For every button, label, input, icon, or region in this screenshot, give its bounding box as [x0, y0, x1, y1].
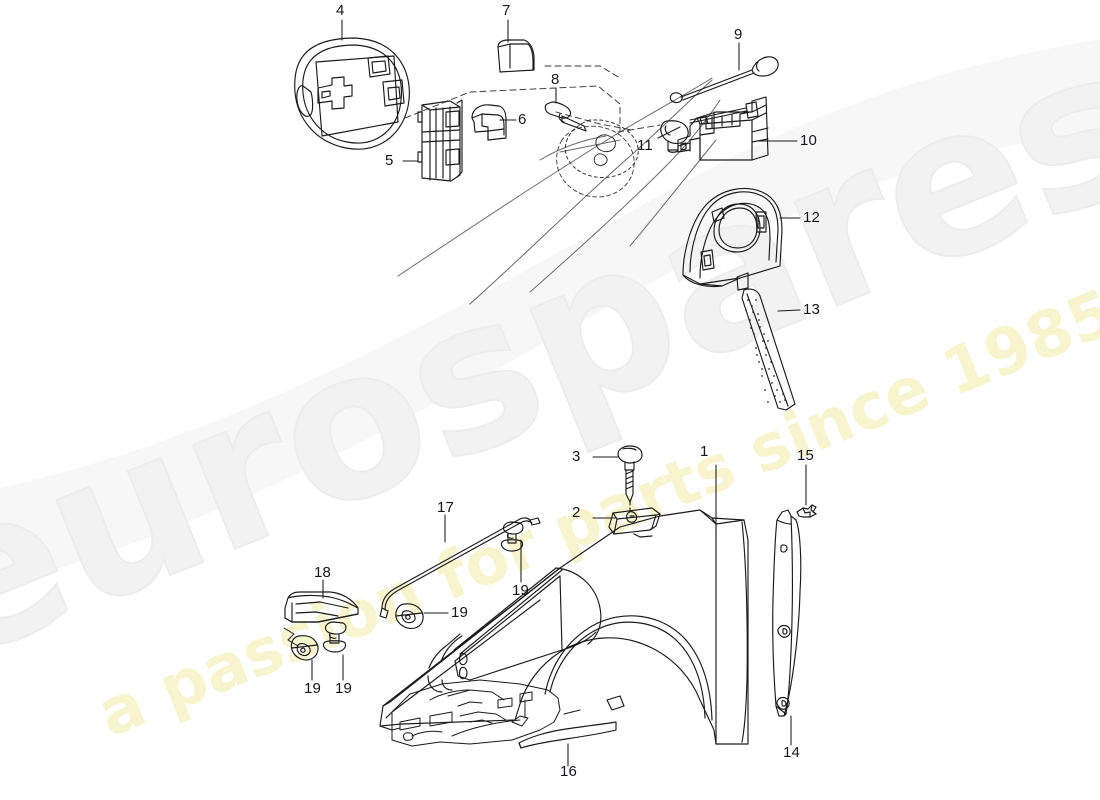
callout-label-18: 18 [314, 564, 332, 581]
callout-label-19a: 19 [451, 604, 469, 621]
callout-label-10: 10 [800, 132, 818, 149]
part-19d-shape [322, 621, 347, 653]
part-13-texture [745, 299, 786, 403]
part-5-shape [417, 99, 463, 182]
callout-label-6: 6 [518, 111, 527, 128]
part-19a-shape [395, 603, 424, 630]
callout-label-2: 2 [572, 504, 581, 521]
callout-label-12: 12 [803, 209, 821, 226]
callout-label-16: 16 [560, 763, 578, 780]
callout-label-5: 5 [385, 152, 394, 169]
callout-label-13: 13 [803, 301, 821, 318]
part-14-shape [772, 509, 802, 717]
part-2-shape [608, 507, 661, 538]
part-16-shape [518, 721, 617, 749]
part-9-shape [669, 56, 779, 104]
construction-dashed-lines [404, 65, 661, 133]
part-11-shape [660, 120, 689, 153]
flap-ghost-circle [556, 125, 635, 198]
callout-label-8: 8 [551, 71, 560, 88]
callout-label-3: 3 [572, 448, 581, 465]
callout-label-19c: 19 [304, 680, 322, 697]
callout-label-4: 4 [336, 2, 345, 19]
callout-label-7: 7 [502, 2, 511, 19]
callout-label-19b: 19 [512, 582, 530, 599]
part-19b-shape [500, 521, 524, 552]
callout-label-14: 14 [783, 744, 801, 761]
part-13-shape [741, 288, 796, 411]
part-3-shape [617, 445, 643, 513]
part-19c-shape [290, 635, 319, 661]
part-1-shape [379, 509, 749, 747]
part-6-shape [471, 104, 507, 141]
fender-inner-structure [391, 679, 561, 747]
callout-label-9: 9 [734, 26, 743, 43]
callout-label-11: 11 [637, 137, 653, 154]
callout-label-1: 1 [700, 443, 709, 460]
part-15-shape [796, 504, 817, 518]
part-8-shape [544, 101, 587, 132]
callout-label-15: 15 [797, 447, 815, 464]
part-12-shape [682, 187, 783, 291]
part-18-shape [283, 591, 359, 647]
callout-label-17: 17 [437, 499, 455, 516]
part-10-shape [677, 96, 769, 161]
leader-lines [311, 19, 807, 767]
part-7-shape [497, 39, 535, 73]
callout-label-19d: 19 [335, 680, 353, 697]
part-17-shape [379, 517, 541, 619]
flap-recess-outline [564, 119, 639, 179]
part-4-shape [294, 37, 410, 150]
